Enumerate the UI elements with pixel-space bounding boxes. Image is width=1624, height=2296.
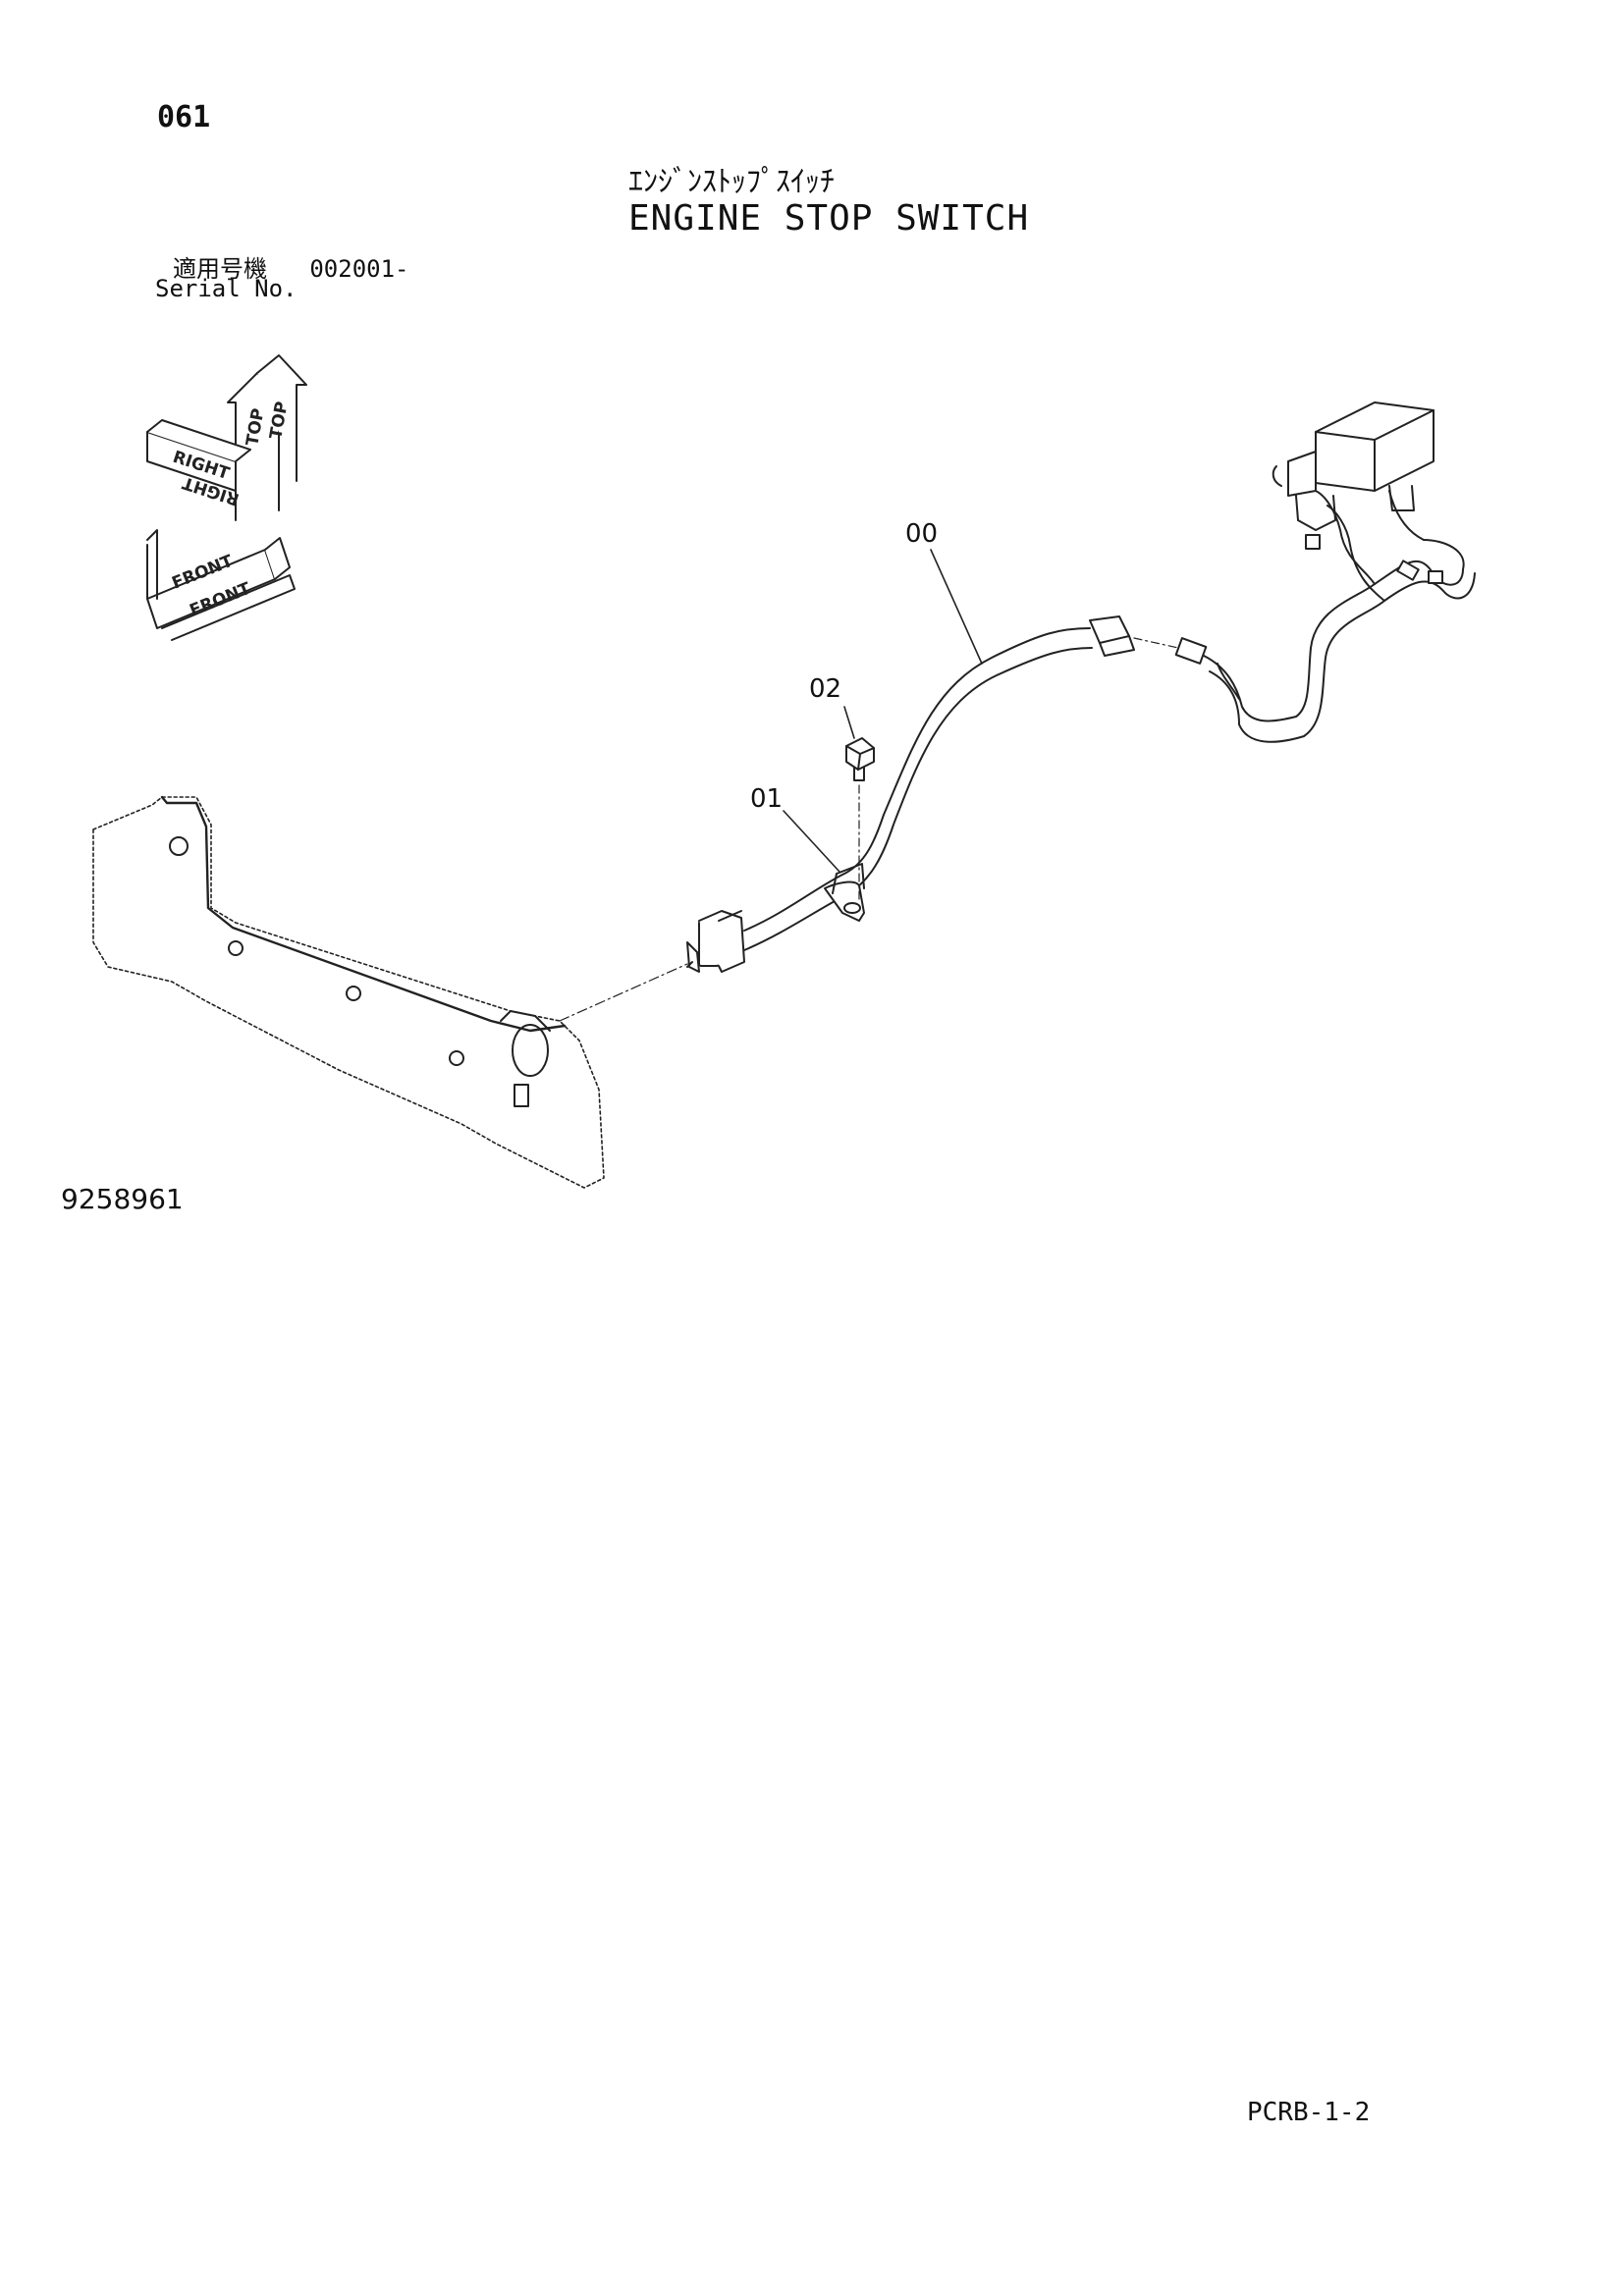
bolt xyxy=(845,737,875,904)
callout-bolt: 02 xyxy=(809,674,841,704)
title-japanese: ｴﾝｼﾞﾝｽﾄｯﾌﾟｽｲｯﾁ xyxy=(628,165,835,199)
title-english: ENGINE STOP SWITCH xyxy=(628,198,1030,239)
harness-connector xyxy=(1089,615,1208,665)
orientation-indicator xyxy=(146,354,307,641)
serial-value: 002001- xyxy=(309,255,409,283)
main-harness xyxy=(1203,490,1476,743)
mounting-panel xyxy=(92,796,605,1189)
harness-clamp xyxy=(824,863,865,922)
page-number: 061 xyxy=(157,100,211,134)
callout-harness: 00 xyxy=(905,519,938,549)
page-code: PCRB-1-2 xyxy=(1247,2098,1371,2127)
serial-line: 適用号機 002001- xyxy=(173,249,409,284)
relay-box xyxy=(1272,401,1435,531)
serial-label-english: Serial No. xyxy=(155,275,298,302)
wire-harness xyxy=(743,627,1093,951)
serial-label-japanese: 適用号機 xyxy=(173,255,267,283)
callout-clamp: 01 xyxy=(750,784,783,814)
image-number: 9258961 xyxy=(61,1183,184,1215)
stop-switch xyxy=(686,910,745,973)
